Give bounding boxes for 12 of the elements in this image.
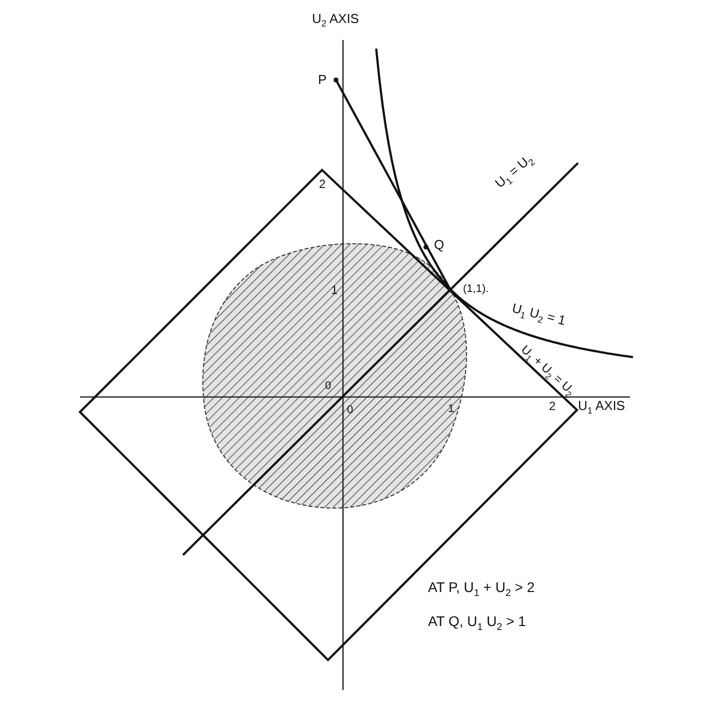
axis-label: 1: [331, 284, 338, 298]
axis-label: P: [318, 73, 327, 88]
axis-label: 0: [347, 404, 354, 416]
axis-label: 2: [549, 400, 556, 414]
axis-label: U$_{2}$ AXIS: [312, 12, 359, 29]
axis-label: (1,1).: [463, 283, 489, 296]
axis-label: AT Q, U$_{1}$ U$_{2}$ > 1: [428, 614, 526, 634]
axis-label: AT P, U$_{1}$ + U$_{2}$ > 2: [428, 580, 535, 600]
axis-label: 1: [448, 403, 454, 416]
axis-label: U$_{1}$ AXIS: [578, 399, 625, 416]
axis-label: 2: [319, 178, 326, 192]
axis-label: Q: [434, 238, 444, 252]
